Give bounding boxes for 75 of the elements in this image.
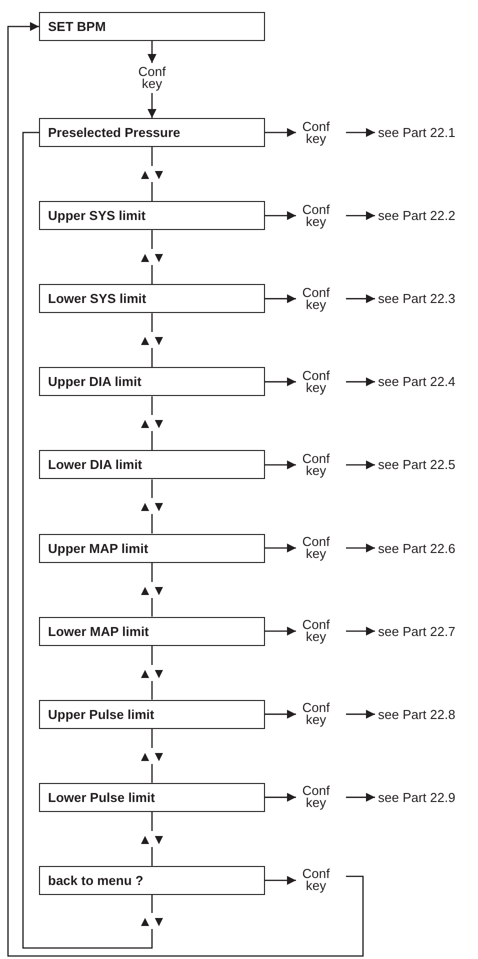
key-label: Conf key xyxy=(301,204,331,228)
reference-text: see Part 22.1 xyxy=(378,125,456,140)
box-label: Upper MAP limit xyxy=(48,540,148,556)
up-down-keys-label: ▲▼ xyxy=(138,830,166,847)
key-label: Conf key xyxy=(301,536,331,560)
up-down-keys-label: ▲▼ xyxy=(138,748,166,764)
connector-line xyxy=(265,211,296,220)
up-down-keys-label: ▲▼ xyxy=(138,332,166,348)
connector-line xyxy=(265,377,296,386)
reference-text: see Part 22.7 xyxy=(378,624,456,639)
reference-text: see Part 22.2 xyxy=(378,208,456,224)
box-label: Upper Pulse limit xyxy=(48,706,154,722)
connector-line xyxy=(346,626,375,636)
up-down-keys-label: ▲▼ xyxy=(138,664,166,681)
connector-line xyxy=(346,460,375,470)
connector-line xyxy=(265,460,296,470)
key-label: Conf key xyxy=(301,619,331,644)
connector-line xyxy=(265,876,296,885)
menu-item-box xyxy=(39,12,265,41)
reference-text: see Part 22.3 xyxy=(378,291,456,306)
box-label: Upper DIA limit xyxy=(48,374,142,390)
menu-item-box xyxy=(39,866,265,895)
box-label: SET BPM xyxy=(48,19,106,34)
up-down-keys-label: ▲▼ xyxy=(138,415,166,432)
connector-line xyxy=(22,132,153,949)
key-label: Conf key xyxy=(301,120,331,144)
connector-line xyxy=(346,211,375,220)
up-down-keys-label: ▲▼ xyxy=(138,249,166,266)
box-label: Upper SYS limit xyxy=(48,208,146,224)
menu-item-box xyxy=(39,201,265,230)
connector-line xyxy=(346,294,375,304)
key-label: Conf key xyxy=(301,286,331,311)
up-down-keys-label: ▲▼ xyxy=(138,498,166,514)
key-label: Conf key xyxy=(301,370,331,394)
reference-text: see Part 22.4 xyxy=(378,374,456,390)
connector-line xyxy=(265,128,296,137)
up-down-keys-label: ▲▼ xyxy=(138,913,166,930)
reference-text: see Part 22.8 xyxy=(378,706,456,722)
connector-line xyxy=(346,792,375,802)
box-label: Preselected Pressure xyxy=(48,125,180,140)
reference-text: see Part 22.9 xyxy=(378,790,456,805)
connector-line xyxy=(265,710,296,719)
key-label: Conf key xyxy=(301,785,331,810)
connector-line xyxy=(346,128,375,137)
key-label: Conf key xyxy=(301,702,331,726)
menu-item-box xyxy=(39,782,265,812)
menu-item-box xyxy=(39,450,265,480)
up-down-keys-label: ▲▼ xyxy=(138,582,166,598)
key-label: Conf key xyxy=(137,66,167,90)
connector-line xyxy=(346,544,375,552)
connector-line xyxy=(265,544,296,552)
menu-item-box xyxy=(39,616,265,646)
menu-item-box xyxy=(39,534,265,562)
box-label: back to menu ? xyxy=(48,872,144,888)
connector-line xyxy=(7,22,364,957)
box-label: Lower MAP limit xyxy=(48,624,149,639)
box-label: Lower SYS limit xyxy=(48,291,146,306)
menu-item-box xyxy=(39,700,265,729)
connector-line xyxy=(346,377,375,386)
connector-line xyxy=(346,710,375,719)
connector-line xyxy=(148,41,156,63)
connector-line xyxy=(148,93,156,118)
menu-item-box xyxy=(39,118,265,147)
box-label: Lower Pulse limit xyxy=(48,790,155,805)
up-down-keys-label: ▲▼ xyxy=(138,166,166,182)
menu-item-box xyxy=(39,367,265,396)
connector-line xyxy=(265,626,296,636)
menu-item-box xyxy=(39,284,265,314)
key-label: Conf key xyxy=(301,452,331,477)
connector-line xyxy=(265,294,296,304)
key-label: Conf key xyxy=(301,868,331,892)
reference-text: see Part 22.5 xyxy=(378,457,456,472)
box-label: Lower DIA limit xyxy=(48,457,142,472)
reference-text: see Part 22.6 xyxy=(378,540,456,556)
connector-line xyxy=(265,792,296,802)
